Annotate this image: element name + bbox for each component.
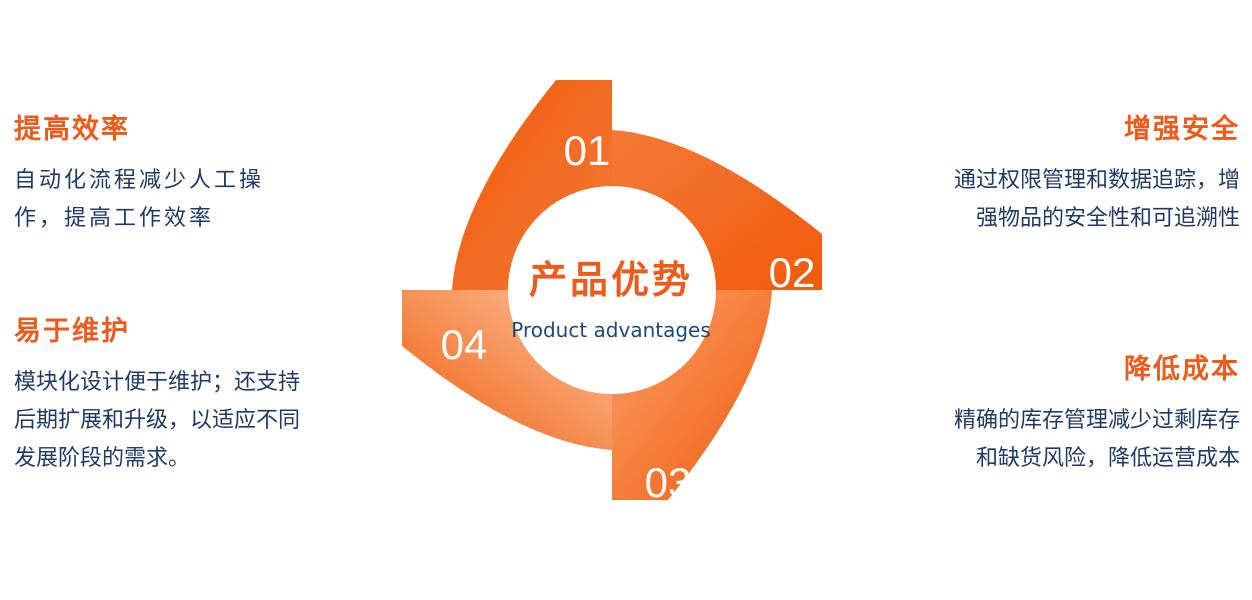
diagram-center-subtitle: Product advantages: [511, 318, 711, 342]
advantage-title: 易于维护: [14, 316, 130, 347]
advantage-description-line: 模块化设计便于维护；还支持: [14, 370, 301, 395]
advantage-maintenance: 易于维护 模块化设计便于维护；还支持 后期扩展和升级，以适应不同 发展阶段的需求…: [14, 314, 404, 478]
diagram-center-title: 产品优势: [528, 258, 693, 302]
advantage-cost: 降低成本 精确的库存管理减少过剩库存 和缺货风险，降低运营成本: [860, 352, 1240, 478]
advantage-description-line: 后期扩展和升级，以适应不同: [14, 408, 301, 433]
cycle-segment-03: [612, 290, 772, 500]
advantage-cycle-diagram: 01 02 03 04: [400, 80, 840, 520]
advantage-title: 提高效率: [14, 114, 130, 145]
advantage-description: 自动化流程减少人工操 作，提高工作效率: [14, 162, 354, 238]
advantage-description-line: 自动化流程减少人工操: [14, 168, 265, 193]
advantage-description-line: 精确的库存管理减少过剩库存: [953, 408, 1240, 433]
cycle-ring: 01 02 03 04: [402, 80, 822, 506]
advantage-security: 增强安全 通过权限管理和数据追踪，增 强物品的安全性和可追溯性: [860, 112, 1240, 238]
advantage-description: 精确的库存管理减少过剩库存 和缺货风险，降低运营成本: [860, 402, 1240, 478]
advantage-efficiency: 提高效率 自动化流程减少人工操 作，提高工作效率: [14, 112, 354, 238]
advantage-description-line: 和缺货风险，降低运营成本: [975, 446, 1240, 471]
segment-number-02: 02: [769, 249, 816, 296]
advantage-description: 模块化设计便于维护；还支持 后期扩展和升级，以适应不同 发展阶段的需求。: [14, 364, 404, 478]
cycle-segment-04: [402, 290, 612, 450]
segment-number-04: 04: [441, 321, 488, 368]
advantage-description: 通过权限管理和数据追踪，增 强物品的安全性和可追溯性: [860, 162, 1240, 238]
advantage-description-line: 发展阶段的需求。: [14, 446, 191, 471]
cycle-segment-02: [612, 130, 822, 290]
advantage-description-line: 强物品的安全性和可追溯性: [975, 206, 1240, 231]
segment-number-03: 03: [645, 459, 692, 506]
advantage-description-line: 通过权限管理和数据追踪，增: [953, 168, 1240, 193]
advantage-title: 增强安全: [1124, 114, 1240, 145]
cycle-segment-01: [452, 80, 612, 290]
segment-number-01: 01: [564, 127, 611, 174]
advantage-title: 降低成本: [1124, 354, 1240, 385]
advantage-description-line: 作，提高工作效率: [14, 206, 215, 231]
